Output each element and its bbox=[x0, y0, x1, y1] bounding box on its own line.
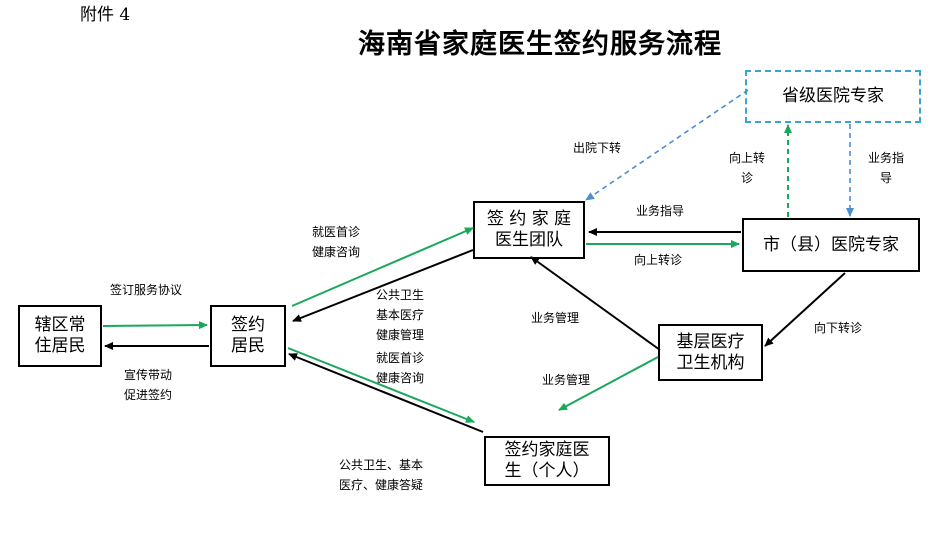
node-grassroots-label: 基层医疗 卫生机构 bbox=[676, 331, 745, 373]
label-upward-city-province: 向上转 诊 bbox=[729, 151, 766, 185]
label-discharge: 出院下转 bbox=[573, 141, 622, 155]
label-promote: 宣传带动 促进签约 bbox=[124, 368, 173, 402]
label-visit-consult-individual: 就医首诊 健康咨询 bbox=[376, 351, 425, 385]
arrow-sign-agreement bbox=[102, 321, 208, 330]
node-residents: 辖区常 住居民 bbox=[18, 305, 102, 367]
node-province-expert: 省级医院专家 bbox=[745, 70, 921, 123]
arrow-visit-individual bbox=[287, 347, 475, 423]
arrow-downward-city-grass bbox=[764, 272, 846, 347]
arrow-public-health-individual bbox=[288, 353, 484, 433]
label-sign-agreement: 签订服务协议 bbox=[110, 283, 183, 297]
arrow-management-grass-team bbox=[530, 256, 661, 351]
node-city-expert: 市（县）医院专家 bbox=[742, 218, 920, 272]
arrow-management-grass-individual bbox=[558, 356, 659, 411]
attachment-label: 附件 4 bbox=[80, 5, 131, 25]
node-grassroots: 基层医疗 卫生机构 bbox=[658, 324, 763, 381]
label-upward-team-city: 向上转诊 bbox=[634, 253, 683, 267]
label-downward-city-grass: 向下转诊 bbox=[814, 321, 863, 335]
node-individual-label: 签约家庭医 生（个人） bbox=[504, 440, 590, 481]
node-province-expert-label: 省级医院专家 bbox=[782, 86, 884, 106]
node-signed-residents: 签约 居民 bbox=[210, 305, 286, 367]
node-city-expert-label: 市（县）医院专家 bbox=[763, 234, 899, 255]
page-title: 海南省家庭医生签约服务流程 bbox=[358, 29, 722, 60]
label-public-health-individual: 公共卫生、基本 医疗、健康答疑 bbox=[339, 458, 424, 492]
label-visit-consult-team: 就医首诊 健康咨询 bbox=[312, 225, 361, 259]
arrow-visit-team bbox=[291, 227, 474, 307]
node-team-label: 签 约 家 庭 医生团队 bbox=[486, 209, 572, 250]
label-public-health-team: 公共卫生 基本医疗 健康管理 bbox=[376, 288, 425, 342]
node-individual: 签约家庭医 生（个人） bbox=[484, 436, 610, 486]
arrow-discharge bbox=[585, 89, 749, 201]
label-guidance-city-team: 业务指导 bbox=[636, 204, 685, 218]
node-residents-label: 辖区常 住居民 bbox=[34, 315, 86, 356]
node-signed-residents-label: 签约 居民 bbox=[231, 315, 265, 356]
label-management-grass-team: 业务管理 bbox=[531, 311, 580, 325]
label-management-grass-individual: 业务管理 bbox=[542, 373, 591, 387]
arrow-public-health-team bbox=[292, 249, 474, 322]
label-guidance-province-city: 业务指 导 bbox=[868, 151, 905, 185]
node-team: 签 约 家 庭 医生团队 bbox=[473, 201, 585, 259]
